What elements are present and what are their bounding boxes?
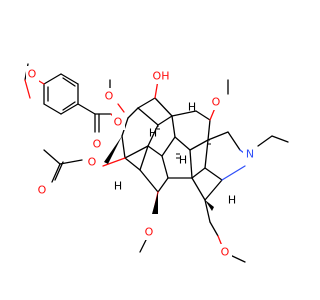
- atom-h-mid-left: H: [149, 127, 157, 140]
- carbon-skeleton-bonds: [24, 63, 289, 263]
- atom-o-benzoate-carbonyl: O: [93, 138, 102, 151]
- atom-nitrogen: N: [246, 148, 254, 161]
- atom-labels: O O O O OH O N O O O O H H H H H: [26, 66, 257, 260]
- atom-h-lower-left: H: [114, 180, 122, 193]
- molecule-figure: O O O O OH O N O O O O H H H H H: [24, 63, 289, 263]
- stereo-bonds: [104, 125, 214, 214]
- atom-o-lower-methoxy: O: [145, 226, 154, 239]
- atom-h-lower-right: H: [179, 154, 187, 167]
- atom-oh-hydroxyl: OH: [153, 70, 170, 83]
- atom-o-acetyl-carbonyl: O: [38, 184, 47, 197]
- atom-o-right-methoxy: O: [212, 96, 221, 109]
- atom-o-c16-methoxy: O: [105, 90, 114, 103]
- atom-o-methoxymethyl: O: [221, 246, 230, 259]
- atom-o-benzoate-ester: O: [114, 116, 123, 129]
- structure-drawing: O O O O OH O N O O O O H H H H H: [24, 63, 289, 263]
- atom-h-upper: H: [188, 101, 196, 114]
- atom-o-acetyl-ester: O: [88, 156, 97, 169]
- atom-h-mid-right: H: [228, 194, 236, 207]
- atom-o-para-methoxy: O: [28, 68, 37, 81]
